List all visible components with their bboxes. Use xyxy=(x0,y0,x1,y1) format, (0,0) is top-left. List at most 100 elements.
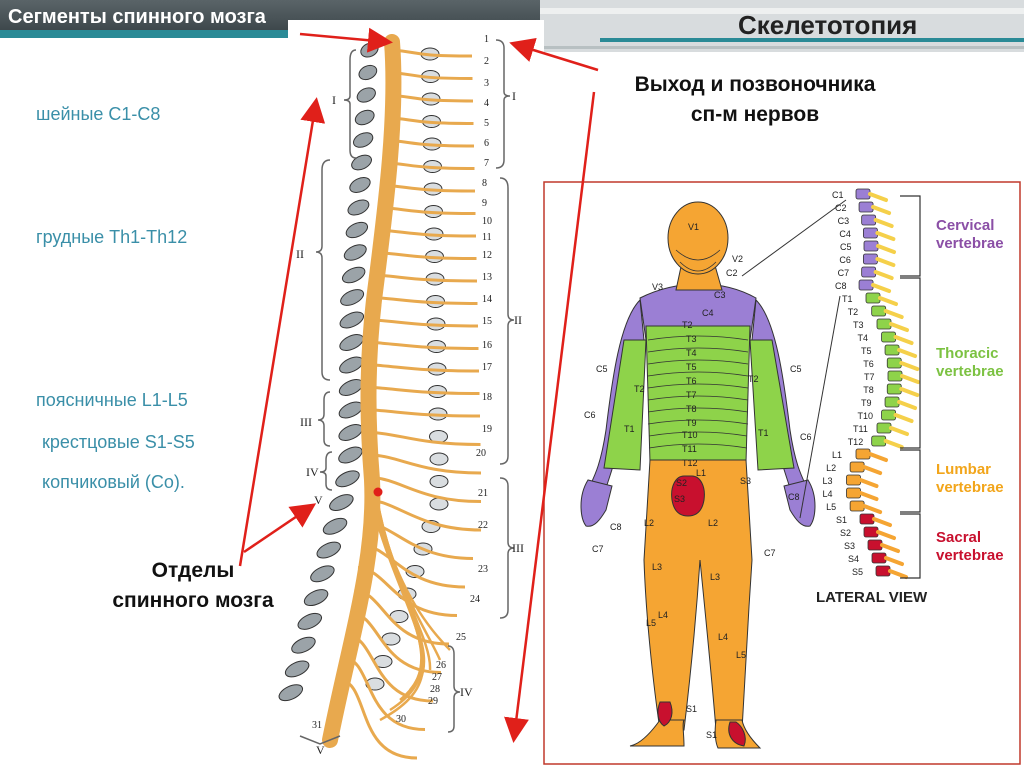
spine-process xyxy=(883,439,904,449)
decor-line xyxy=(540,46,1024,49)
vertebral-body xyxy=(356,87,376,103)
nerve-root xyxy=(374,296,478,305)
dermatome-label: V1 xyxy=(688,222,699,232)
dermatome-label: T12 xyxy=(682,458,698,468)
spine-vertebra xyxy=(863,526,879,538)
spine-process xyxy=(872,517,892,527)
spine-vertebra xyxy=(886,383,902,395)
dermatome-label: T6 xyxy=(686,376,697,386)
cauda-equina-strand xyxy=(372,511,425,722)
segment-coccygeal: копчиковый (Со). xyxy=(42,472,185,492)
vertebra-number: 17 xyxy=(482,362,492,373)
spine-vertebra xyxy=(849,461,865,473)
spine-process xyxy=(889,426,909,436)
dermatome-label: T5 xyxy=(686,362,697,372)
dermatome-label: C8 xyxy=(610,522,622,532)
dermatome-label: C4 xyxy=(702,308,714,318)
spinal-cord xyxy=(322,34,402,748)
spine-process xyxy=(899,387,920,397)
vertebra-number: 14 xyxy=(482,294,492,305)
region-legend: Cervical vertebrae Thoracic vertebrae Lu… xyxy=(816,217,1004,606)
spine-process xyxy=(868,192,888,202)
nerve-root xyxy=(373,341,479,350)
dermatome-label: S1 xyxy=(706,730,717,740)
spine-vertebra xyxy=(884,396,900,408)
vertebra-number: 8 xyxy=(482,178,487,189)
cord-end-marker xyxy=(373,487,383,497)
vertebra-number: 13 xyxy=(482,272,492,283)
legend-cervical-line1: Cervical xyxy=(936,217,994,234)
spine-process xyxy=(862,504,883,514)
vertebral-body xyxy=(343,244,367,261)
spine-process xyxy=(868,452,888,462)
vertebral-body xyxy=(345,221,369,239)
dermatome-label: T11 xyxy=(682,444,697,454)
spine-level-label: S1 xyxy=(836,515,847,525)
spine-vertebra xyxy=(884,344,900,356)
dermatome-label: L1 xyxy=(696,468,706,478)
dermatome-label: S3 xyxy=(740,476,751,486)
spine-process xyxy=(878,296,898,306)
spine-region-brackets xyxy=(900,195,921,579)
exit-label-line1: Выход и позвоночника xyxy=(634,73,876,96)
spine-level-label: C7 xyxy=(838,268,850,278)
body-figure xyxy=(580,201,816,749)
vertebral-body xyxy=(352,132,374,148)
vertebra-number: 29 xyxy=(428,696,438,707)
exit-label-line2: сп-м нервов xyxy=(690,103,820,126)
spine-vertebra xyxy=(867,539,883,551)
spine-level-label: T9 xyxy=(861,398,872,408)
spine-vertebra xyxy=(876,318,892,330)
dermatome-label: C2 xyxy=(726,268,738,278)
legend-lumbar-line2: vertebrae xyxy=(936,479,1004,496)
roman-right: II xyxy=(514,313,522,327)
spine-level-label: T10 xyxy=(858,411,874,421)
spine-level-label: T12 xyxy=(848,437,864,447)
spine-level-label: T4 xyxy=(858,333,869,343)
dermatome-label: L3 xyxy=(710,572,720,582)
vertebra-number: 10 xyxy=(482,216,492,227)
legend-sacral-line2: vertebrae xyxy=(936,547,1004,564)
vertebra-number: 6 xyxy=(484,138,489,149)
vertebra-number: 24 xyxy=(470,594,480,605)
vertebral-body xyxy=(329,494,354,511)
spine-level-label: L2 xyxy=(826,463,836,473)
spine-level-label: C2 xyxy=(835,203,847,213)
dermatome-label: S3 xyxy=(674,494,685,504)
spine-level-label: T2 xyxy=(848,307,859,317)
spine-level-label: S2 xyxy=(840,528,851,538)
dermatome-label: L2 xyxy=(644,518,654,528)
title-bar-right-panel xyxy=(540,0,1024,52)
vertebra-number: 28 xyxy=(430,684,440,695)
departments-label-line2: спинного мозга xyxy=(112,589,274,612)
spine-process xyxy=(897,400,918,410)
legend-thoracic-line2: vertebrae xyxy=(936,363,1004,380)
vertebral-body xyxy=(297,612,323,630)
dermatome-label: L2 xyxy=(708,518,718,528)
roman-right: V xyxy=(316,743,325,757)
roman-right: IV xyxy=(460,685,473,699)
exit-label: Выход и позвоночника сп-м нервов xyxy=(600,70,910,130)
roman-left: V xyxy=(314,493,323,507)
vertebral-body xyxy=(278,684,304,702)
vertebra-number: 12 xyxy=(482,250,492,261)
dermatome-label: V2 xyxy=(732,254,743,264)
spine-vertebra xyxy=(855,448,871,460)
spine-level-label: S3 xyxy=(844,541,855,551)
spine-process xyxy=(888,569,908,579)
dermatome-label: L4 xyxy=(718,632,728,642)
spine-vertebra xyxy=(871,435,887,447)
dermatome-label: T8 xyxy=(686,404,697,414)
spine-vertebra xyxy=(861,266,877,278)
dermatome-label: C3 xyxy=(714,290,726,300)
nerve-root xyxy=(373,318,479,328)
dermatome-label: T7 xyxy=(686,390,697,400)
dermatome-label: V3 xyxy=(652,282,663,292)
vertebra-number: 27 xyxy=(432,672,442,683)
dermatome-label: L3 xyxy=(652,562,662,572)
spine-process xyxy=(883,309,904,319)
spine-level-label: L1 xyxy=(832,450,842,460)
spine-level-labels: C1C2C3C4C5C6C7C8T1T2T3T4T5T6T7T8T9T10T11… xyxy=(822,190,874,577)
spine-vertebra xyxy=(855,188,871,200)
lateral-view-caption: LATERAL VIEW xyxy=(816,589,928,606)
